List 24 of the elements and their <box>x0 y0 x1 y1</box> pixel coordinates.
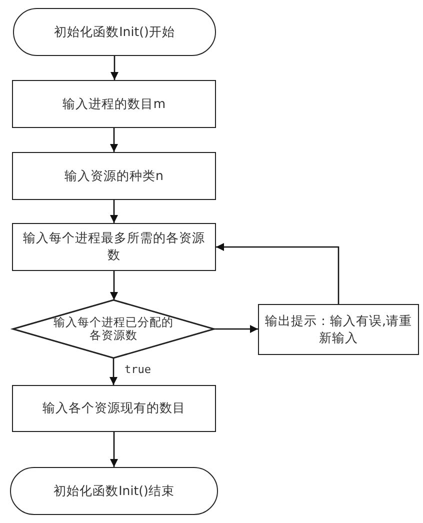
process-box <box>12 152 216 200</box>
arrow <box>110 128 118 152</box>
terminal-box <box>13 8 216 56</box>
process-box <box>12 223 216 271</box>
arrow <box>110 432 118 467</box>
arrow <box>110 358 118 385</box>
node-text: 输入进程的数目m <box>61 96 167 112</box>
arrow <box>110 271 118 300</box>
process-box <box>12 385 216 432</box>
arrow <box>110 200 118 223</box>
edge-label: true <box>124 362 152 376</box>
node-text: 输出提示：输入有误,请重新输入 <box>264 312 413 346</box>
node-text: 输入每个进程已分配的各资源数 <box>52 316 174 342</box>
process-box <box>258 304 419 355</box>
node-text: 输入资源的种类n <box>64 168 164 184</box>
arrow <box>216 243 340 304</box>
node-text: 输入各个资源现有的数目 <box>42 400 186 417</box>
node-text: 初始化函数Init()结束 <box>52 482 176 500</box>
node-text: 输入每个进程最多所需的各资源数 <box>22 230 206 264</box>
terminal-box <box>10 467 218 515</box>
arrow <box>214 325 258 333</box>
node-text: 初始化函数Init()开始 <box>53 24 176 40</box>
process-box <box>12 80 216 128</box>
arrow <box>110 56 118 80</box>
